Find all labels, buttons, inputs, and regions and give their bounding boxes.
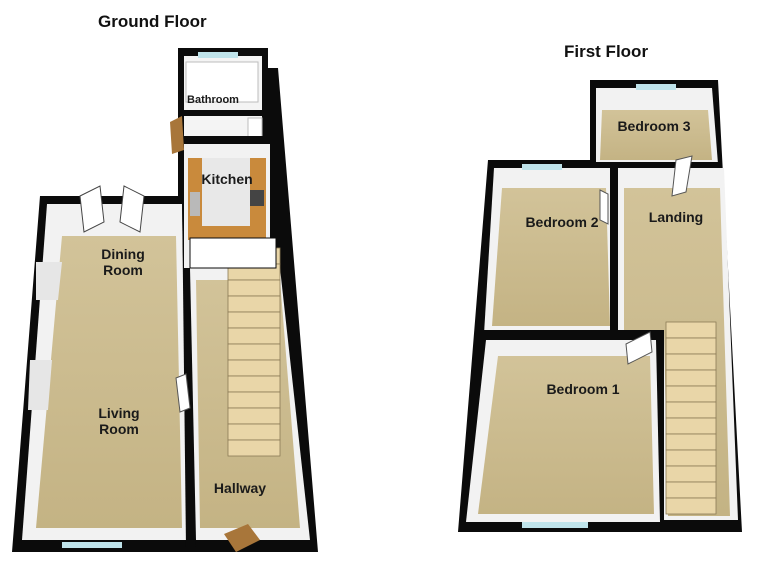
first-stair-step [665, 497, 717, 515]
ground-stair-step [227, 359, 281, 377]
first-stair-step [665, 385, 717, 403]
ground-floor-plan [12, 48, 318, 552]
bed2-bed1-wall [484, 330, 662, 336]
bedroom-1-label: Bedroom 1 [546, 381, 620, 397]
ground-stair-step [227, 391, 281, 409]
first-floor-plan [458, 80, 742, 532]
bedroom-2-area [484, 164, 614, 334]
front-door[interactable] [224, 524, 260, 552]
ground-stair-step [227, 375, 281, 393]
bedroom-2-door[interactable] [599, 189, 609, 225]
french-doors[interactable] [79, 185, 145, 233]
ground-floor-title: Ground Floor [98, 12, 207, 31]
kitchen-area [184, 144, 277, 269]
bed1-stair-wall [656, 330, 664, 522]
kitchen-bath-divider [180, 136, 270, 142]
ground-stair-step [227, 311, 281, 329]
kitchen-counter-bottom [188, 226, 266, 240]
ground-stair-step [227, 407, 281, 425]
landing-label: Landing [648, 209, 704, 225]
first-stair-step [665, 369, 717, 387]
ground-stair-step [227, 423, 281, 441]
ground-stair-step [227, 295, 281, 313]
first-stair-step [665, 353, 717, 371]
first-stair-step [665, 401, 717, 419]
first-stair-step [665, 337, 717, 355]
dining-room-label: Dining Room [101, 246, 145, 279]
first-stair-step [665, 449, 717, 467]
bathroom-label: Bathroom [187, 94, 239, 106]
bedroom-1-door[interactable] [625, 331, 653, 365]
ground-stair-step [227, 343, 281, 361]
ground-stair-step [227, 327, 281, 345]
bed2-landing-wall [610, 164, 618, 336]
first-stair-step [665, 465, 717, 483]
living-dining-room [22, 204, 188, 540]
first-stair-step [665, 433, 717, 451]
ground-stair-step [227, 439, 281, 457]
bedroom-3-area [596, 84, 718, 164]
bath-divider-wall [184, 110, 264, 116]
bedroom-1-window [522, 522, 588, 528]
bedroom-3-label: Bedroom 3 [617, 118, 691, 134]
bedroom-1-area [466, 340, 660, 528]
bedroom-3-door[interactable] [671, 155, 693, 197]
ground-internal-wall [182, 196, 196, 548]
first-stair-step [665, 321, 717, 339]
first-stair-step [665, 417, 717, 435]
bath-window [198, 52, 238, 58]
first-floor-staircase [665, 321, 717, 515]
kitchen-label: Kitchen [201, 171, 253, 187]
kitchen-hob [250, 190, 264, 206]
bedroom-3-window [636, 84, 676, 90]
back-door[interactable] [170, 116, 184, 154]
bedroom-2-label: Bedroom 2 [525, 214, 599, 230]
first-stair-step [665, 481, 717, 499]
ground-staircase [227, 247, 281, 457]
bed3-wall [596, 162, 718, 168]
first-floor-title: First Floor [564, 42, 649, 61]
bathroom-area [184, 52, 264, 141]
living-room-door[interactable] [175, 373, 191, 413]
kitchen-sink [190, 192, 200, 216]
ground-stair-step [227, 279, 281, 297]
living-room-label: Living Room [98, 405, 140, 438]
bedroom-2-window [522, 164, 562, 170]
hallway-label: Hallway [213, 480, 267, 496]
ground-front-window [62, 542, 122, 548]
